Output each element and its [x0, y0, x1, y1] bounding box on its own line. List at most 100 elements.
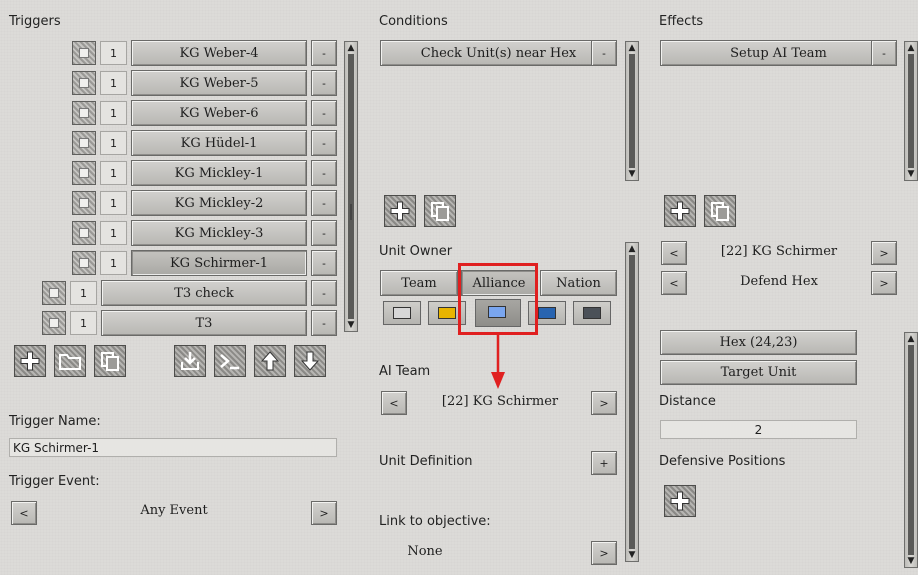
order-prev-button[interactable]: <	[661, 271, 687, 295]
ai-team-next-button[interactable]: >	[591, 391, 617, 415]
trigger-enabled-checkbox[interactable]	[72, 101, 96, 125]
effect-item[interactable]: Setup AI Team	[660, 40, 897, 66]
defensive-positions-label: Defensive Positions	[659, 454, 786, 469]
team-next-button[interactable]: >	[871, 241, 897, 265]
tab-alliance[interactable]: Alliance	[461, 270, 537, 296]
target-unit-button[interactable]: Target Unit	[660, 360, 857, 385]
triggers-header: Triggers	[9, 14, 61, 29]
swatch-color	[393, 307, 411, 319]
ai-team-prev-button[interactable]: <	[381, 391, 407, 415]
remove-trigger-button[interactable]: -	[311, 250, 337, 276]
trigger-count: 1	[70, 311, 97, 335]
trigger-name-button[interactable]: KG Mickley-2	[131, 190, 307, 216]
color-swatch-lightblue[interactable]	[475, 299, 521, 327]
scroll-up-icon[interactable]: ▲	[907, 43, 915, 53]
swatch-color	[538, 307, 556, 319]
add-defensive-position-button[interactable]	[664, 485, 696, 517]
trigger-name-button[interactable]: T3 check	[101, 280, 307, 306]
remove-trigger-button[interactable]: -	[311, 280, 337, 306]
event-next-button[interactable]: >	[311, 501, 337, 525]
add-effect-button[interactable]	[664, 195, 696, 227]
remove-trigger-button[interactable]: -	[311, 40, 337, 66]
trigger-enabled-checkbox[interactable]	[72, 131, 96, 155]
effect-order-value: Defend Hex	[740, 274, 818, 289]
trigger-name-button[interactable]: KG Hüdel-1	[131, 130, 307, 156]
folder-button[interactable]	[54, 345, 86, 377]
move-up-button[interactable]	[254, 345, 286, 377]
copy-trigger-button[interactable]	[94, 345, 126, 377]
remove-trigger-button[interactable]: -	[311, 310, 337, 336]
color-swatch-grey[interactable]	[383, 301, 421, 325]
scroll-thumb[interactable]	[350, 204, 352, 220]
trigger-name-button[interactable]: KG Weber-4	[131, 40, 307, 66]
unit-definition-label: Unit Definition	[379, 454, 473, 469]
scroll-down-icon[interactable]: ▼	[347, 320, 355, 330]
triggers-scrollbar[interactable]: ▲ ▼	[344, 41, 358, 332]
trigger-enabled-checkbox[interactable]	[42, 281, 66, 305]
scroll-up-icon[interactable]: ▲	[347, 43, 355, 53]
tab-nation[interactable]: Nation	[540, 270, 617, 296]
unit-definition-add-button[interactable]: +	[591, 451, 617, 475]
link-objective-next-button[interactable]: >	[591, 541, 617, 565]
scroll-down-icon[interactable]: ▼	[628, 550, 636, 560]
arrow-down-icon	[300, 351, 320, 371]
trigger-enabled-checkbox[interactable]	[72, 71, 96, 95]
trigger-enabled-checkbox[interactable]	[72, 191, 96, 215]
trigger-name-button[interactable]: KG Weber-5	[131, 70, 307, 96]
remove-trigger-button[interactable]: -	[311, 100, 337, 126]
tab-team[interactable]: Team	[380, 270, 458, 296]
scroll-down-icon[interactable]: ▼	[907, 169, 915, 179]
move-down-button[interactable]	[294, 345, 326, 377]
color-swatch-blue[interactable]	[528, 301, 566, 325]
trigger-enabled-checkbox[interactable]	[42, 311, 66, 335]
plus-icon	[20, 351, 40, 371]
trigger-count: 1	[100, 131, 127, 155]
remove-trigger-button[interactable]: -	[311, 130, 337, 156]
remove-trigger-button[interactable]: -	[311, 160, 337, 186]
conditions-header: Conditions	[379, 14, 448, 29]
trigger-enabled-checkbox[interactable]	[72, 41, 96, 65]
trigger-count: 1	[100, 101, 127, 125]
remove-trigger-button[interactable]: -	[311, 190, 337, 216]
effects-scrollbar[interactable]: ▲ ▼	[904, 41, 918, 181]
effects-header: Effects	[659, 14, 704, 29]
trigger-name-button[interactable]: KG Mickley-1	[131, 160, 307, 186]
add-trigger-button[interactable]	[14, 345, 46, 377]
remove-trigger-button[interactable]: -	[311, 70, 337, 96]
trigger-name-button[interactable]: T3	[101, 310, 307, 336]
condition-details-scrollbar[interactable]: ▲ ▼	[625, 242, 639, 562]
order-next-button[interactable]: >	[871, 271, 897, 295]
scroll-up-icon[interactable]: ▲	[628, 43, 636, 53]
trigger-name-button[interactable]: KG Mickley-3	[131, 220, 307, 246]
remove-condition-button[interactable]: -	[591, 40, 617, 66]
condition-item[interactable]: Check Unit(s) near Hex	[380, 40, 617, 66]
scroll-down-icon[interactable]: ▼	[907, 556, 915, 566]
add-condition-button[interactable]	[384, 195, 416, 227]
trigger-count: 1	[100, 71, 127, 95]
plus-icon	[390, 201, 410, 221]
trigger-enabled-checkbox[interactable]	[72, 161, 96, 185]
trigger-enabled-checkbox[interactable]	[72, 251, 96, 275]
color-swatch-darkgrey[interactable]	[573, 301, 611, 325]
trigger-name-button[interactable]: KG Schirmer-1	[131, 250, 307, 276]
effect-details-scrollbar[interactable]: ▲ ▼	[904, 332, 918, 568]
copy-effect-button[interactable]	[704, 195, 736, 227]
trigger-count: 1	[100, 251, 127, 275]
trigger-name-input[interactable]: KG Schirmer-1	[9, 438, 337, 457]
trigger-enabled-checkbox[interactable]	[72, 221, 96, 245]
trigger-name-button[interactable]: KG Weber-6	[131, 100, 307, 126]
swatch-color	[488, 306, 506, 318]
scroll-up-icon[interactable]: ▲	[907, 334, 915, 344]
import-button[interactable]	[174, 345, 206, 377]
scroll-down-icon[interactable]: ▼	[628, 169, 636, 179]
distance-input[interactable]: 2	[660, 420, 857, 439]
remove-trigger-button[interactable]: -	[311, 220, 337, 246]
copy-condition-button[interactable]	[424, 195, 456, 227]
hex-button[interactable]: Hex (24,23)	[660, 330, 857, 355]
conditions-scrollbar[interactable]: ▲ ▼	[625, 41, 639, 181]
event-prev-button[interactable]: <	[11, 501, 37, 525]
remove-effect-button[interactable]: -	[871, 40, 897, 66]
team-prev-button[interactable]: <	[661, 241, 687, 265]
script-button[interactable]	[214, 345, 246, 377]
scroll-up-icon[interactable]: ▲	[628, 244, 636, 254]
